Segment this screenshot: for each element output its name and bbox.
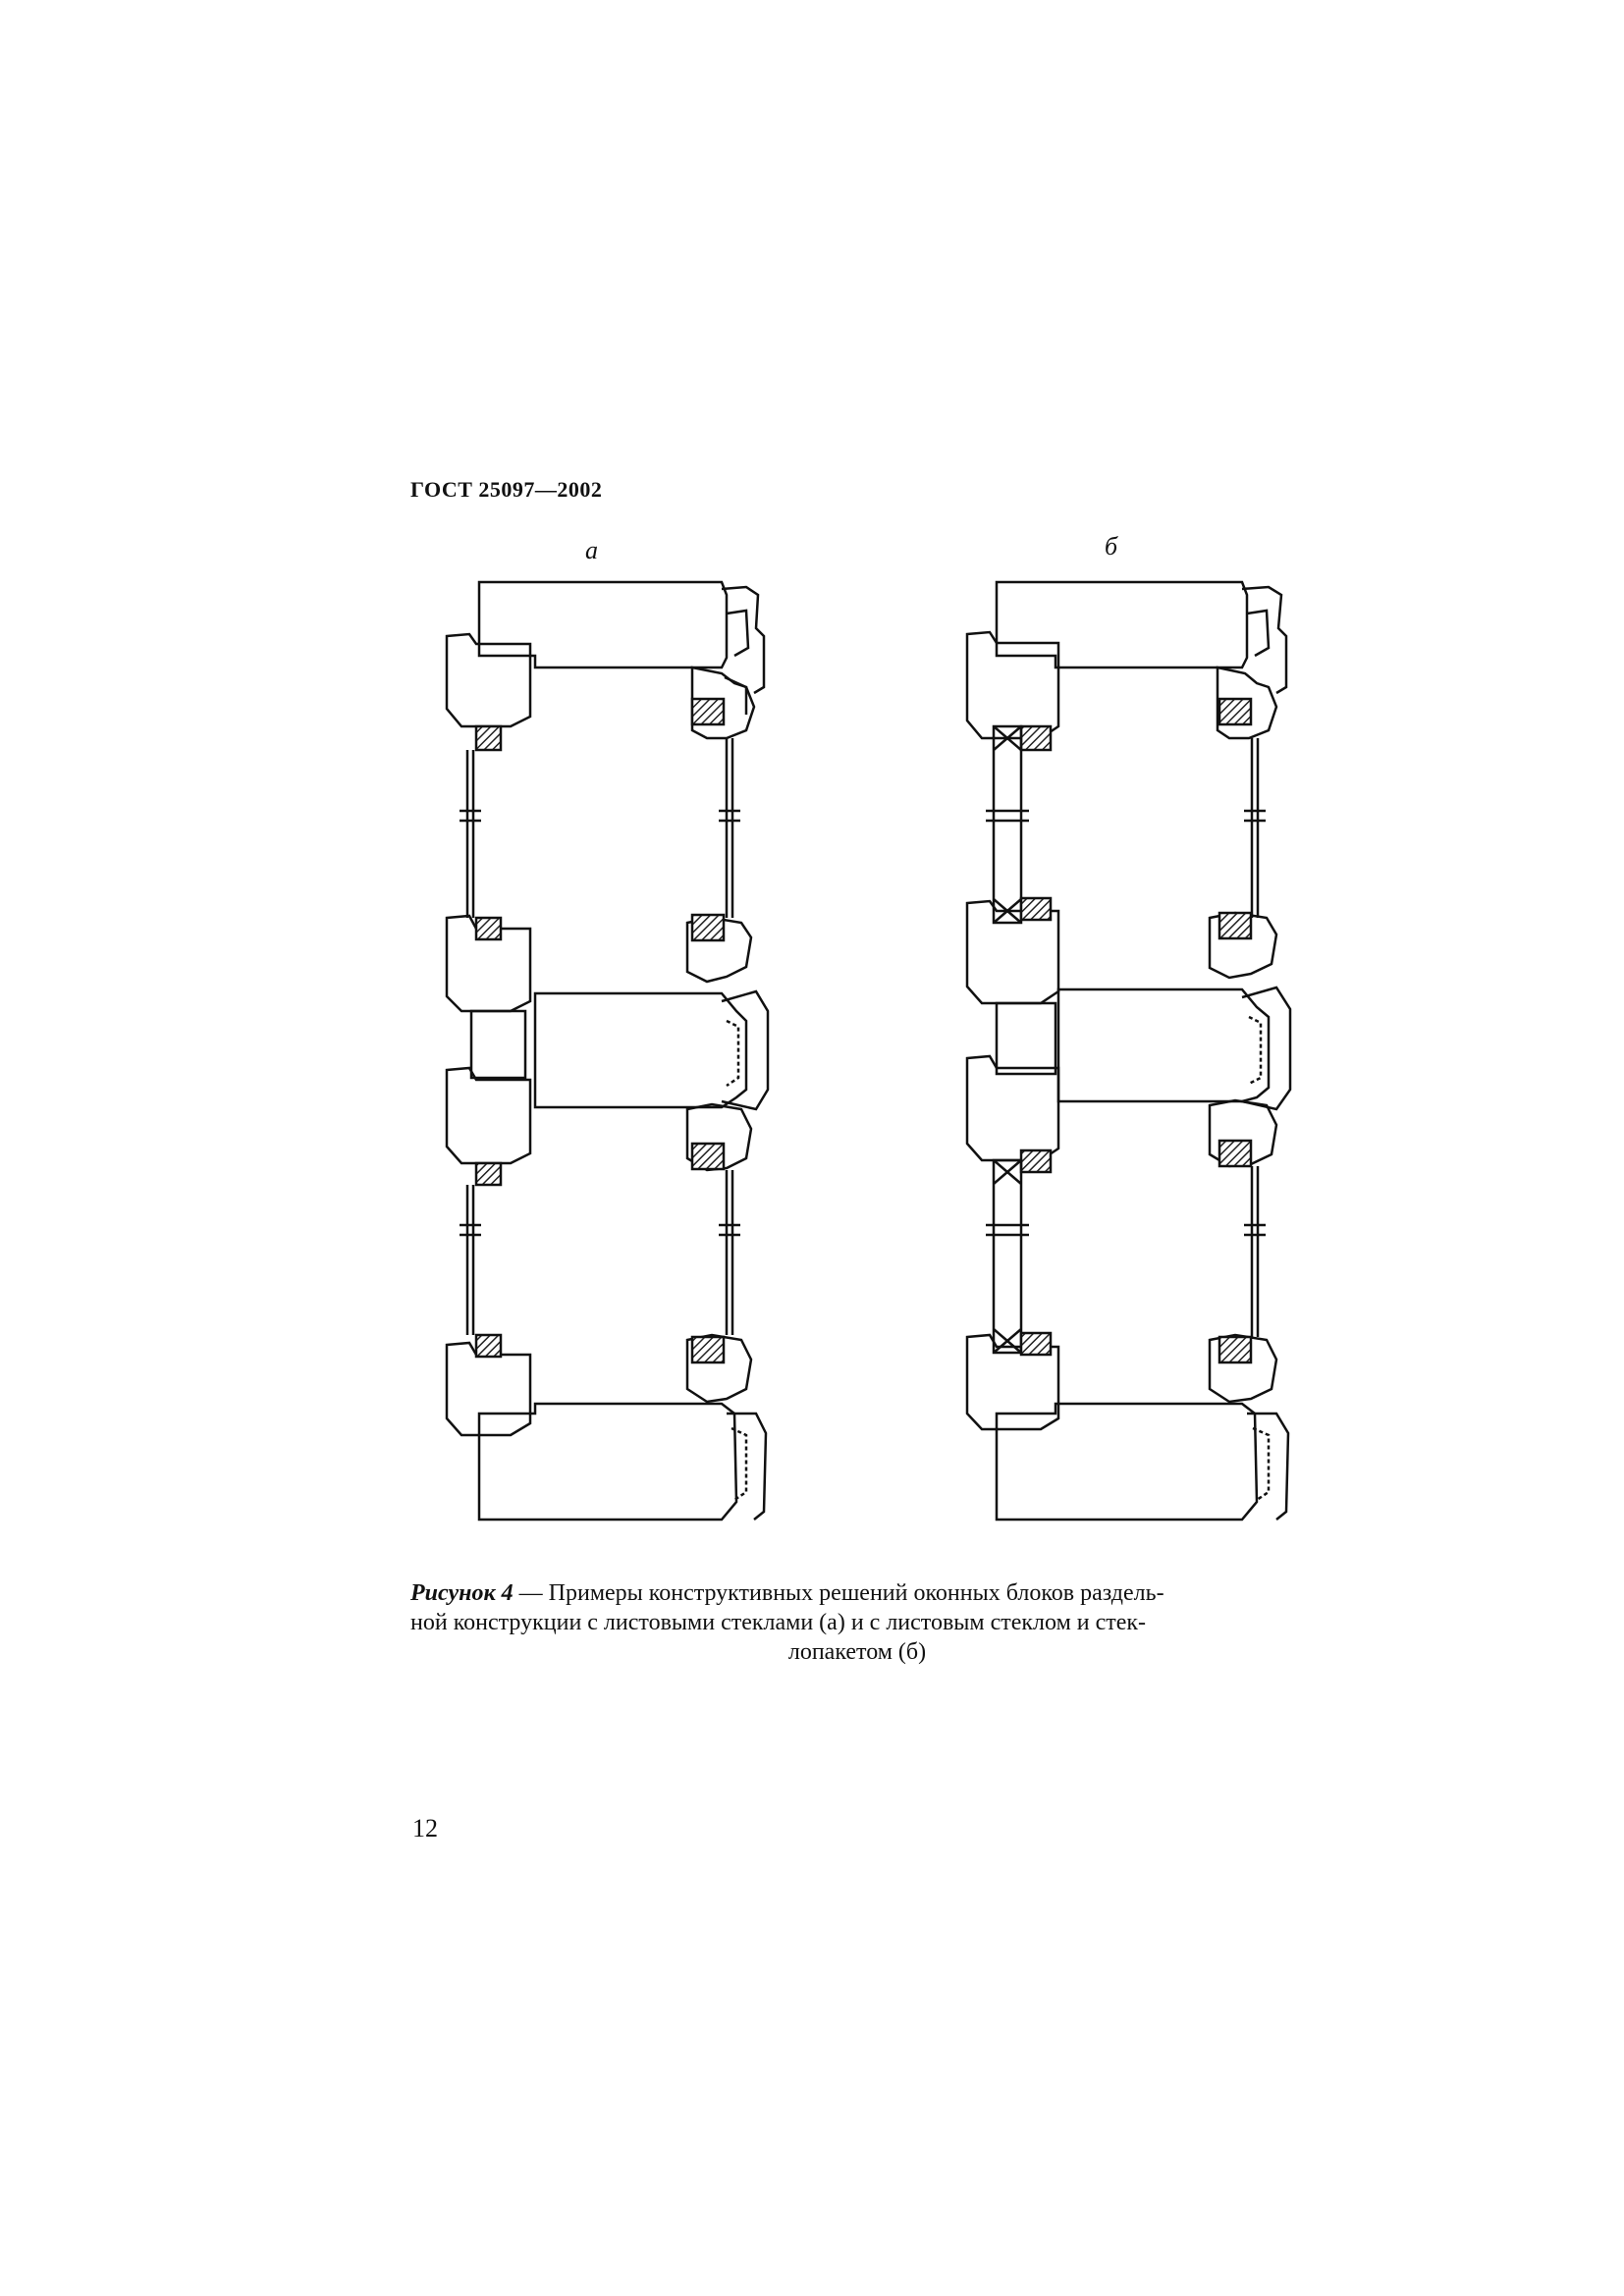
section-b xyxy=(965,580,1292,1522)
glazing-unit-lower-b xyxy=(992,1158,1023,1355)
figure-label-a: а xyxy=(585,536,598,564)
figure-label-b: б xyxy=(1105,532,1118,561)
frame-top-a xyxy=(477,580,729,669)
frame-top-b xyxy=(995,580,1249,669)
impost-left-b xyxy=(995,1001,1057,1076)
sash-top-left-a xyxy=(445,632,532,728)
sash-mid-right-lower-b xyxy=(1208,1098,1278,1168)
figure-caption: Рисунок 4 — Примеры конструктивных решен… xyxy=(410,1578,1304,1667)
document-id: ГОСТ 25097—2002 xyxy=(410,477,603,502)
sash-top-right-b xyxy=(1216,666,1278,740)
frame-bottom-a xyxy=(477,1402,738,1522)
sash-mid-left-lower-a xyxy=(445,1066,532,1165)
frame-bottom-b xyxy=(995,1402,1259,1522)
page-number: 12 xyxy=(412,1814,438,1842)
caption-line-1: — Примеры конструктивных решений оконных… xyxy=(513,1580,1164,1606)
section-a xyxy=(445,580,770,1522)
gasket-top-right-a xyxy=(690,697,726,726)
sash-mid-left-lower-b xyxy=(965,1054,1060,1162)
sash-top-left-b xyxy=(965,630,1060,740)
caption-lead: Рисунок 4 xyxy=(410,1580,514,1606)
frame-middle-a xyxy=(533,991,748,1109)
frame-top-a-rebate xyxy=(721,585,766,695)
gasket-top-left-a xyxy=(474,724,503,752)
frame-middle-b xyxy=(1056,988,1271,1103)
sash-bottom-left-a xyxy=(445,1341,532,1437)
caption-line-2: ной конструкции с листовыми стеклами (а)… xyxy=(410,1610,1147,1635)
impost-left-a xyxy=(469,1009,527,1080)
sash-bottom-left-b xyxy=(965,1333,1060,1431)
glazing-unit-upper-b xyxy=(992,724,1023,925)
caption-line-3: лопакетом (б) xyxy=(787,1639,927,1665)
sash-mid-left-upper-a xyxy=(445,914,532,1013)
